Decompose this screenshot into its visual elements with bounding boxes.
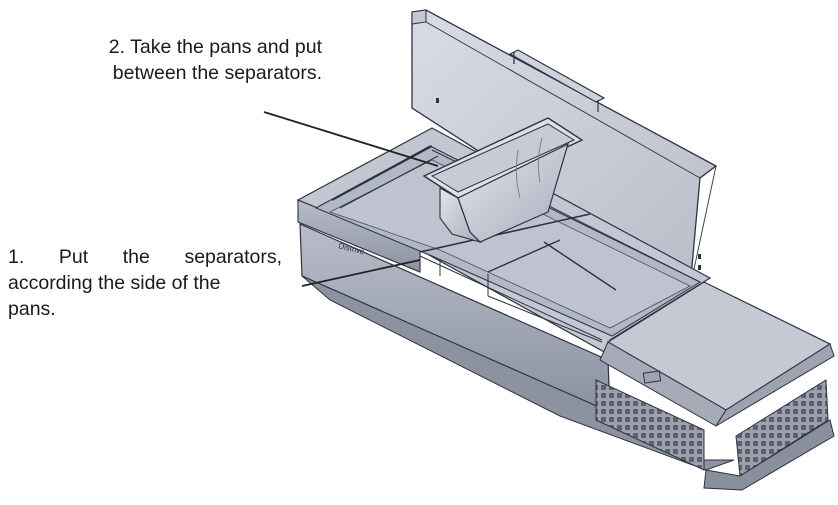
annotation-step1: 1. Put the separators, according the sid… — [8, 244, 282, 322]
gastronorm-pan — [422, 117, 584, 244]
annotation-step2-line1: 2. Take the pans and put — [108, 36, 322, 58]
arrow-step2 — [263, 111, 439, 167]
lid-handle — [508, 49, 606, 103]
vent-grill-front — [595, 379, 705, 471]
annotation-step1-line1: 1. Put the separators, — [8, 246, 282, 268]
separators — [331, 145, 701, 343]
thermostat-display — [642, 370, 662, 384]
vent-grill-side — [735, 379, 829, 477]
pointer-lines — [263, 111, 439, 287]
annotation-step2-line2: between the separators. — [112, 62, 322, 84]
annotation-step1-line3: pans. — [8, 298, 56, 320]
annotation-step2: 2. Take the pans and put between the sep… — [62, 34, 322, 86]
arrow-step1 — [301, 259, 421, 287]
body: Distrive — [296, 127, 735, 471]
annotation-step1-line2: according the side of the — [8, 272, 221, 294]
compressor-housing — [595, 281, 835, 491]
